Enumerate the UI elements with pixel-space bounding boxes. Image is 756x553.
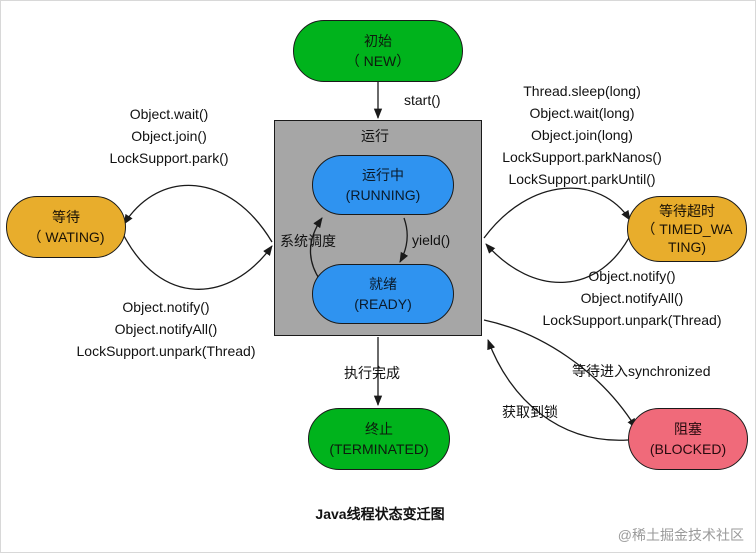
label-to-timed-waiting-item: Object.wait(long) (529, 105, 635, 121)
state-new-code: （ NEW） (345, 53, 411, 69)
label-from-timed-waiting-item: LockSupport.unpark(Thread) (542, 312, 722, 328)
state-timed-waiting: 等待超时 （ TIMED_WA TING) (627, 196, 747, 262)
label-from-timed-waiting-item: Object.notify() (588, 268, 676, 284)
label-schedule: 系统调度 (280, 233, 336, 249)
state-new-title: 初始 (364, 33, 392, 49)
state-blocked-title: 阻塞 (674, 421, 702, 437)
state-new: 初始 （ NEW） (293, 20, 463, 82)
arrow-to-blocked (483, 319, 637, 429)
state-terminated-code: (TERMINATED) (329, 441, 429, 457)
state-blocked-code: (BLOCKED) (649, 441, 727, 457)
arrow-from-blocked (487, 339, 629, 441)
state-terminated-title: 终止 (365, 421, 393, 437)
runnable-container-label: 运行 (361, 128, 389, 144)
state-ready-code: (READY) (354, 296, 412, 312)
arrow-from-timed-waiting (485, 231, 633, 284)
state-waiting-code: （ WATING) (27, 229, 105, 245)
state-terminated: 终止 (TERMINATED) (308, 408, 450, 470)
arrow-to-waiting (123, 184, 273, 243)
label-to-waiting-item: LockSupport.park() (109, 150, 229, 166)
arrow-yield (399, 217, 409, 263)
arrow-to-timed-waiting (483, 187, 631, 239)
state-timed-waiting-code-1: （ TIMED_WA (641, 221, 733, 237)
arrow-schedule (309, 217, 323, 281)
label-to-timed-waiting: Thread.sleep(long) Object.wait(long) Obj… (486, 80, 678, 190)
label-from-waiting: Object.notify() Object.notifyAll() LockS… (58, 296, 274, 362)
label-to-waiting-item: Object.join() (131, 128, 207, 144)
state-running: 运行中 (RUNNING) (312, 155, 454, 215)
label-to-timed-waiting-item: Thread.sleep(long) (523, 83, 641, 99)
state-timed-waiting-code-2: TING) (667, 239, 707, 255)
state-ready: 就绪 (READY) (312, 264, 454, 324)
label-to-timed-waiting-item: LockSupport.parkUntil() (508, 171, 656, 187)
diagram-caption: Java线程状态变迁图 (315, 506, 445, 522)
arrow-from-waiting (121, 231, 273, 290)
state-waiting-title: 等待 (52, 209, 80, 225)
label-from-waiting-item: Object.notifyAll() (114, 321, 218, 337)
label-yield: yield() (412, 232, 451, 248)
label-to-blocked: 等待进入synchronized (572, 363, 711, 379)
label-to-waiting-item: Object.wait() (129, 106, 209, 122)
state-waiting: 等待 （ WATING) (6, 196, 126, 258)
watermark: @稀土掘金技术社区 (617, 527, 744, 543)
label-from-waiting-item: LockSupport.unpark(Thread) (76, 343, 256, 359)
label-to-waiting: Object.wait() Object.join() LockSupport.… (94, 103, 244, 169)
label-from-timed-waiting: Object.notify() Object.notifyAll() LockS… (522, 265, 742, 331)
label-finish: 执行完成 (344, 365, 400, 381)
label-from-timed-waiting-item: Object.notifyAll() (580, 290, 684, 306)
label-from-blocked: 获取到锁 (502, 404, 558, 420)
label-from-waiting-item: Object.notify() (122, 299, 210, 315)
state-running-code: (RUNNING) (345, 187, 421, 203)
state-timed-waiting-title: 等待超时 (659, 203, 715, 219)
label-to-timed-waiting-item: Object.join(long) (531, 127, 633, 143)
state-running-title: 运行中 (362, 167, 404, 183)
label-start: start() (404, 92, 441, 108)
state-ready-title: 就绪 (369, 276, 397, 292)
state-blocked: 阻塞 (BLOCKED) (628, 408, 748, 470)
label-to-timed-waiting-item: LockSupport.parkNanos() (502, 149, 662, 165)
